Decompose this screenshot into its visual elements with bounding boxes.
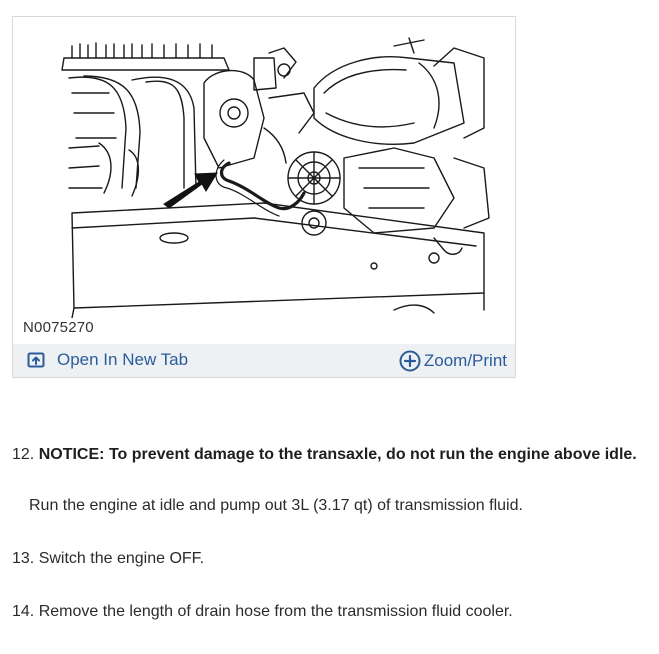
notice-text: To prevent damage to the transaxle, do n… [108, 446, 637, 463]
figure-card: N0075270 Open In New Tab Zoom/Print [12, 16, 516, 378]
step-number: 12. [12, 446, 35, 463]
step-text: Remove the length of drain hose from the… [38, 603, 513, 620]
zoom-print-button[interactable]: Zoom/Print [399, 350, 507, 372]
figure-id: N0075270 [23, 319, 94, 336]
open-in-new-tab-label: Open In New Tab [57, 350, 189, 369]
zoom-plus-circle-icon [399, 350, 421, 372]
step-14: 14. Remove the length of drain hose from… [12, 603, 513, 621]
open-in-new-tab-button[interactable]: Open In New Tab [27, 350, 188, 370]
open-new-tab-icon [27, 352, 45, 368]
zoom-print-label: Zoom/Print [423, 351, 507, 370]
step-number: 14. [12, 603, 35, 620]
step-12-detail: Run the engine at idle and pump out 3L (… [29, 497, 523, 514]
step-number: 13. [12, 550, 35, 567]
notice-label: NOTICE: [38, 446, 105, 463]
step-text: Switch the engine OFF. [38, 550, 205, 567]
step-13: 13. Switch the engine OFF. [12, 550, 204, 568]
step-12-notice: 12. NOTICE: To prevent damage to the tra… [12, 446, 637, 464]
engine-diagram [61, 37, 490, 318]
figure-toolbar: Open In New Tab Zoom/Print [13, 344, 515, 377]
